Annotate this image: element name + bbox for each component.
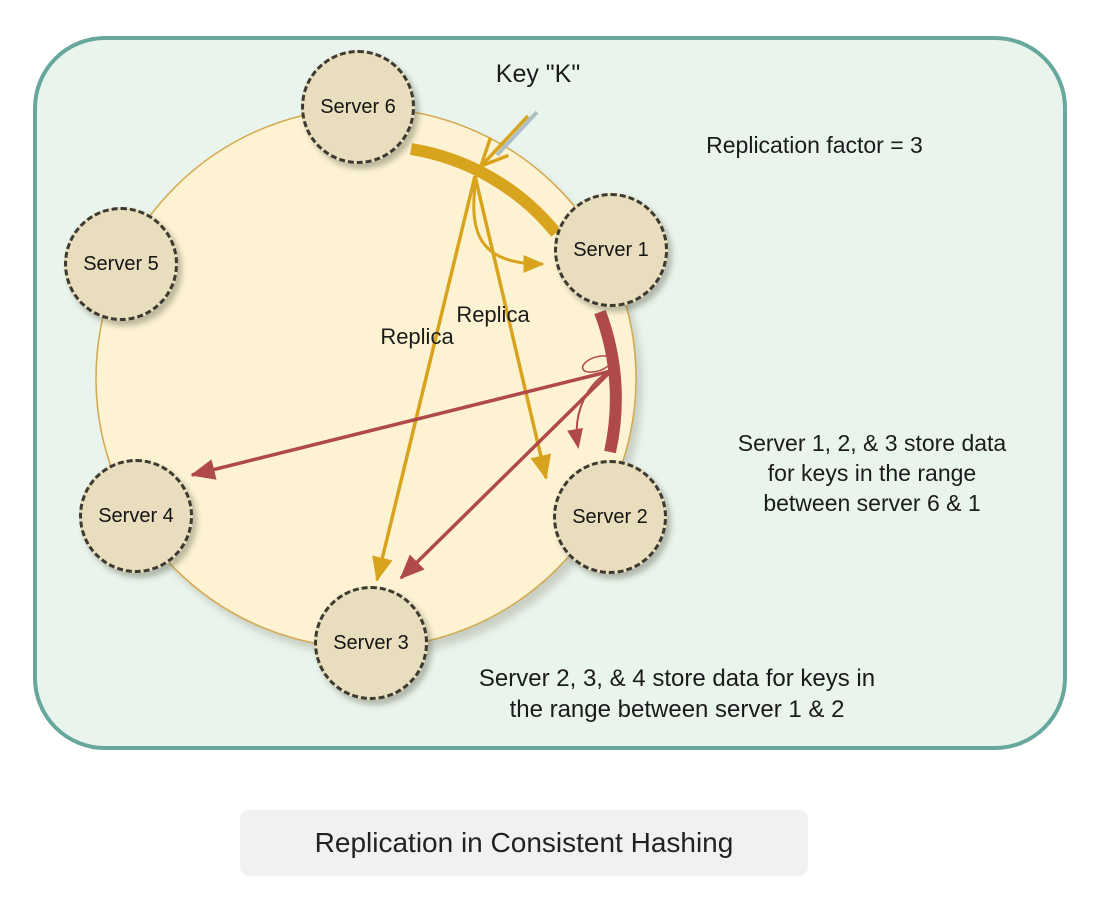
server-label: Server 3 <box>333 631 409 654</box>
range-note-bottom: Server 2, 3, & 4 store data for keys in … <box>478 665 876 723</box>
range-note-right: Server 1, 2, & 3 store data for keys in … <box>737 430 1007 516</box>
replica-label-upper: Replica <box>456 302 530 327</box>
server-label: Server 2 <box>572 505 648 528</box>
range-arc-gold <box>410 143 561 237</box>
red-arrow-server3 <box>399 369 613 580</box>
replication-factor-label: Replication factor = 3 <box>706 132 923 158</box>
figure-caption-text: Replication in Consistent Hashing <box>314 827 734 858</box>
server-node-3: Server 3 <box>314 586 428 700</box>
server-label: Server 4 <box>98 504 174 527</box>
server-node-6: Server 6 <box>301 50 415 164</box>
hash-ring <box>95 107 637 649</box>
server-node-1: Server 1 <box>554 193 668 307</box>
key-arrow-shadow <box>495 110 539 157</box>
replica-label-lower: Replica <box>380 324 454 349</box>
server-label: Server 1 <box>573 238 649 261</box>
figure-caption: Replication in Consistent Hashing <box>240 810 808 876</box>
server-node-4: Server 4 <box>79 459 193 573</box>
key-arrow <box>482 114 530 165</box>
server-node-2: Server 2 <box>553 460 667 574</box>
server-label: Server 5 <box>83 252 159 275</box>
red-curl <box>581 355 613 373</box>
gold-arrow-server2 <box>473 175 552 480</box>
red-arrow-server4 <box>190 369 612 480</box>
red-arrow-server2 <box>567 370 612 449</box>
range-arc-red <box>594 309 622 454</box>
server-node-5: Server 5 <box>64 207 178 321</box>
server-label: Server 6 <box>320 95 396 118</box>
key-arrowhead <box>479 137 509 168</box>
key-label: Key "K" <box>495 60 581 88</box>
gold-arrow-server3 <box>372 175 477 582</box>
gold-arrow-server1 <box>472 177 545 273</box>
